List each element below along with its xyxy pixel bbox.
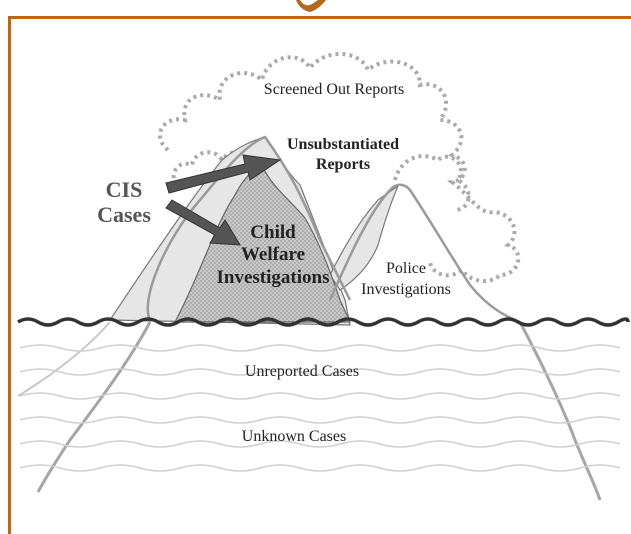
police-label-line2: Investigations	[361, 281, 451, 298]
mountain-outline	[146, 135, 521, 324]
title-fragment	[296, 0, 326, 12]
unreported-label: Unreported Cases	[245, 363, 359, 380]
child-welfare-label-line2: Welfare	[241, 244, 305, 265]
underwater-outline-left-faint	[17, 321, 111, 397]
underwater-outline-right	[518, 321, 602, 501]
cis-label-line2: Cases	[97, 202, 151, 227]
wave-lines	[19, 344, 621, 472]
arrow-to-child-welfare	[165, 199, 241, 246]
police-label-line1: Police	[386, 260, 426, 277]
waterline	[17, 317, 630, 327]
frame-border	[8, 16, 631, 534]
underwater-outline-left	[36, 321, 152, 493]
child-welfare-label-line3: Investigations	[217, 267, 330, 288]
inner-dotted-outline-right	[393, 154, 471, 212]
arrow-to-unsubstantiated	[165, 154, 282, 194]
unsubstantiated-label-line1: Unsubstantiated	[287, 136, 399, 153]
screened-out-label: Screened Out Reports	[264, 81, 404, 98]
unsubstantiated-label-line2: Reports	[316, 156, 370, 173]
screened-out-cloud	[157, 52, 521, 283]
child-welfare-label-line1: Child	[250, 222, 296, 243]
unknown-label: Unknown Cases	[242, 428, 346, 445]
cis-label-line1: CIS	[106, 177, 143, 202]
